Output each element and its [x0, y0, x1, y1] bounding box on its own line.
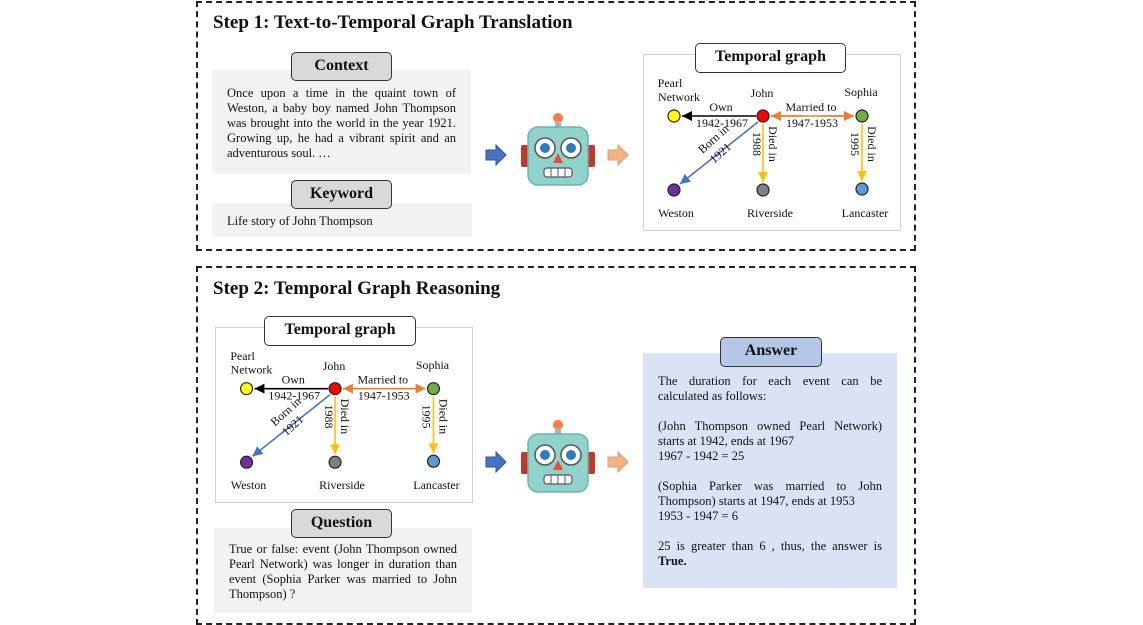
edge-label-own-years: 1942-1967 [268, 389, 320, 403]
edge-married-right-head [844, 111, 854, 121]
answer-intro: The duration for each event can be calcu… [658, 374, 882, 403]
step1-title: Step 1: Text-to-Temporal Graph Translati… [213, 12, 573, 33]
keyword-label: Keyword [291, 180, 392, 209]
edge-own-head [682, 111, 692, 121]
edge-label-died-sophia-year: 1995 [420, 405, 434, 429]
node-label-pearl-2: Network [231, 363, 273, 377]
edge-label-own: Own [709, 100, 732, 114]
edge-label-married: Married to [357, 373, 408, 387]
edge-label-died-john: Died in [766, 126, 780, 162]
robot-icon [520, 419, 596, 493]
edge-married-left-head [343, 383, 353, 394]
edge-label-married: Married to [786, 100, 837, 114]
question-text: True or false: event (John Thompson owne… [214, 528, 472, 613]
edge-label-own: Own [282, 373, 305, 387]
answer-calc2: 1953 - 1947 = 6 [658, 509, 738, 523]
edge-born [252, 393, 331, 457]
temporal-graph-1-label: Temporal graph [695, 43, 846, 73]
node-label-riverside: Riverside [319, 478, 365, 492]
node-sophia [855, 109, 869, 123]
salmon-arrow-icon [607, 451, 629, 473]
node-label-pearl-1: Pearl [230, 349, 255, 363]
temporal-graph-2 [215, 327, 473, 503]
edge-born-head [252, 446, 264, 457]
node-label-pearl-2: Network [658, 90, 700, 104]
node-pearl [239, 382, 254, 396]
node-weston [667, 183, 681, 197]
edge-died-john-head [758, 172, 768, 182]
temporal-graph-1 [643, 54, 901, 231]
blue-arrow-icon [485, 144, 507, 166]
edge-label-died-john-year: 1988 [750, 132, 764, 156]
answer-event2: (Sophia Parker was married to John Thomp… [658, 479, 882, 508]
step2-panel [196, 266, 916, 625]
edge-died-john-head [330, 444, 341, 455]
edge-label-died-sophia-year: 1995 [848, 132, 862, 156]
context-label: Context [291, 52, 392, 81]
edge-label-own-years: 1942-1967 [696, 116, 748, 130]
answer-event1: (John Thompson owned Pearl Network) star… [658, 419, 882, 448]
edge-label-died-sophia: Died in [865, 126, 879, 162]
node-label-riverside: Riverside [747, 206, 793, 220]
node-label-lancaster: Lancaster [413, 478, 459, 492]
node-label-sophia: Sophia [416, 358, 450, 372]
node-john [328, 382, 342, 396]
node-weston [239, 455, 254, 469]
answer-conclusion: 25 is greater than 6 , thus, the answer … [658, 539, 882, 553]
answer-label: Answer [720, 337, 822, 367]
node-river [756, 183, 770, 197]
edge-own-head [254, 383, 265, 394]
blue-arrow-icon [485, 451, 507, 473]
edge-died-sophia-head [428, 443, 439, 454]
node-label-weston: Weston [658, 206, 694, 220]
edge-label-died-sophia: Died in [436, 399, 450, 434]
edge-label-married-years: 1947-1953 [786, 116, 838, 130]
node-lanc [426, 454, 441, 468]
node-label-john: John [323, 359, 346, 373]
node-sophia [426, 382, 441, 396]
step2-title: Step 2: Temporal Graph Reasoning [213, 278, 501, 299]
node-john [756, 109, 770, 123]
temporal-graph-2-label: Temporal graph [264, 316, 416, 346]
answer-final: True. [658, 554, 687, 568]
salmon-arrow-icon [607, 144, 629, 166]
edge-label-died-john-year: 1988 [322, 405, 336, 429]
node-pearl [667, 109, 681, 123]
step1-panel [196, 1, 916, 251]
node-label-weston: Weston [231, 478, 267, 492]
edge-married-left-head [771, 111, 781, 121]
edge-born-head [680, 173, 691, 184]
question-label: Question [291, 509, 392, 538]
answer-calc1: 1967 - 1942 = 25 [658, 449, 745, 463]
edge-label-married-years: 1947-1953 [358, 389, 410, 403]
node-river [328, 455, 342, 469]
context-text: Once upon a time in the quaint town of W… [212, 70, 471, 174]
edge-label-died-john: Died in [338, 399, 352, 434]
edge-married-right-head [415, 383, 426, 394]
answer-box: The duration for each event can be calcu… [643, 353, 897, 588]
node-label-sophia: Sophia [844, 85, 878, 99]
robot-icon [520, 112, 596, 186]
edge-born [679, 121, 759, 185]
edge-died-sophia-head [857, 171, 867, 181]
node-label-john: John [751, 86, 774, 100]
node-lanc [855, 182, 869, 196]
node-label-pearl-1: Pearl [658, 76, 683, 90]
node-label-lancaster: Lancaster [842, 206, 889, 220]
